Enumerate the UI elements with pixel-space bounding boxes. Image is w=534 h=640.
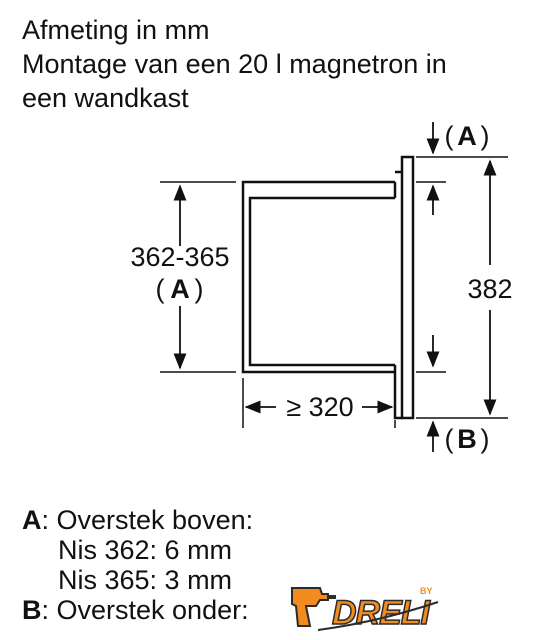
height-range-label: 362-365 <box>130 242 229 272</box>
legend-a-text: : Overstek boven: <box>41 505 254 535</box>
drill-icon <box>291 587 336 627</box>
header-line-2: Montage van een 20 l magnetron in <box>22 49 447 79</box>
height-left-open: ( <box>156 274 165 304</box>
microwave-body <box>248 196 395 367</box>
total-height-label: 382 <box>467 274 512 304</box>
legend-a-row: A: Overstek boven: <box>22 505 253 535</box>
panel-joint <box>393 170 402 420</box>
legend-a-line-2: Nis 365: 3 mm <box>58 565 233 595</box>
overhang-top-letter: A <box>457 121 477 151</box>
overhang-bottom-letter: B <box>457 424 477 454</box>
header-line-1: Afmeting in mm <box>22 15 210 45</box>
legend-a-line-1: Nis 362: 6 mm <box>58 535 233 565</box>
legend-b-row: B: Overstek onder: <box>22 595 253 625</box>
logo-wordmark: DRELI <box>332 594 432 632</box>
overhang-bottom-close: ) <box>481 424 490 454</box>
overhang-top-close: ) <box>481 121 490 151</box>
header-line-3: een wandkast <box>22 83 189 113</box>
legend-b-key: B <box>22 595 42 625</box>
logo-by: BY <box>420 586 433 596</box>
legend: A: Overstek boven: Nis 362: 6 mm Nis 365… <box>22 505 253 625</box>
width-label: ≥ 320 <box>286 392 353 422</box>
niche-outline <box>241 180 395 374</box>
overhang-bottom-open: ( <box>445 424 454 454</box>
front-panel <box>400 155 415 420</box>
legend-a-key: A <box>22 505 42 535</box>
logo-swoosh <box>317 601 439 631</box>
dreli-logo: DRELI BY <box>291 586 439 632</box>
height-left-letter: A <box>170 274 190 304</box>
height-left-close: ) <box>195 274 204 304</box>
header: Afmeting in mm Montage van een 20 l magn… <box>22 13 447 115</box>
overhang-top-open: ( <box>445 121 454 151</box>
legend-b-text: : Overstek onder: <box>41 595 249 625</box>
